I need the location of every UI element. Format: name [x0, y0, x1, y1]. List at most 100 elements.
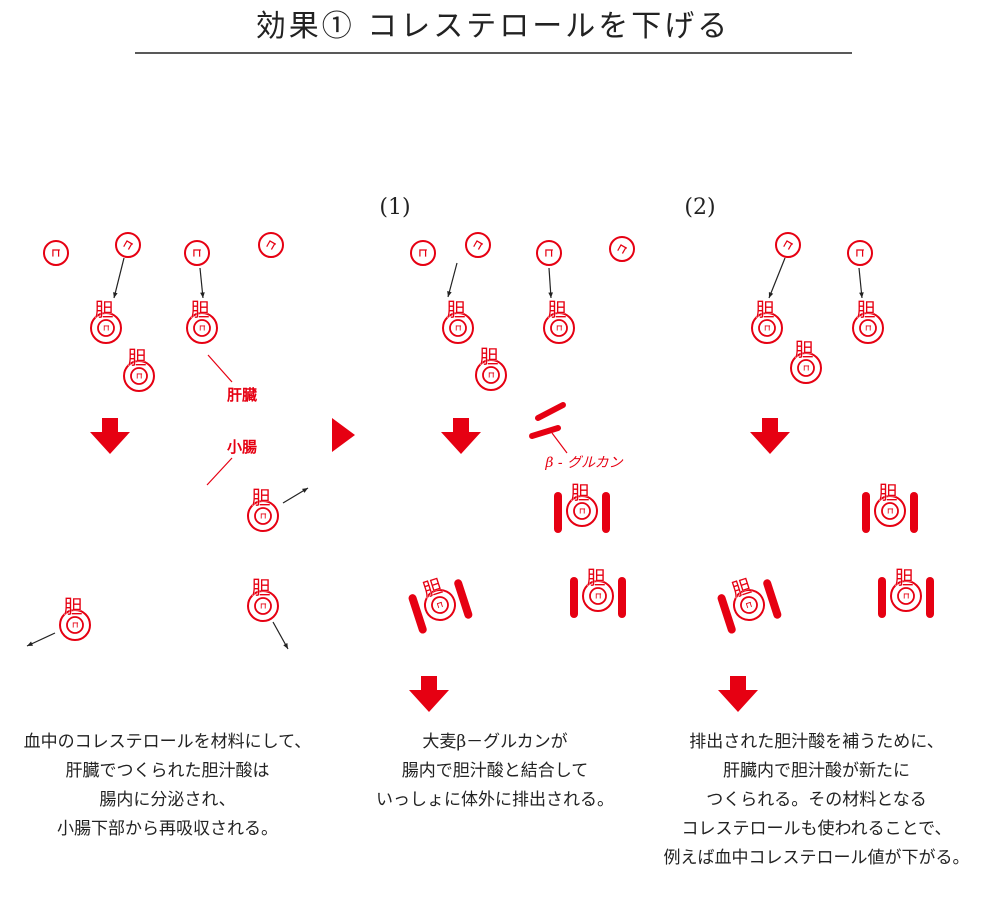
bile-acid-molecule: コ胆 [420, 575, 456, 621]
caption-line: 例えば血中コレステロール値が下がる。 [663, 848, 970, 868]
cholesterol-text: コ [134, 373, 143, 380]
flow-arrow [447, 262, 458, 298]
beta-glucan-bar [535, 402, 566, 421]
cholesterol-text: コ [258, 513, 267, 520]
caption-line: つくられる。その材料となる [706, 790, 927, 810]
cholesterol-circle [410, 240, 436, 266]
caption-line: 排出された胆汁酸を補うために、 [689, 732, 944, 752]
bile-acid-molecule: コ胆 [247, 577, 279, 622]
cholesterol-text: コ [193, 248, 204, 258]
cholesterol-text: コ [856, 248, 867, 258]
beta-glucan-bar [529, 425, 561, 439]
caption-line: 肝臓でつくられた胆汁酸は [65, 761, 270, 781]
bile-acid-outer-ring [566, 495, 598, 527]
caption-line: 大麦β－グルカンが [422, 732, 568, 752]
cholesterol-text: コ [486, 372, 495, 379]
bile-acid-molecule: コ胆 [582, 567, 614, 612]
cholesterol-molecule: コ [536, 240, 562, 266]
bile-acid-molecule: コ胆 [247, 487, 279, 532]
bile-acid-label: 胆 [570, 482, 589, 504]
arrow-head-icon [113, 292, 118, 298]
cholesterol-circle [184, 240, 210, 266]
bile-acid-molecule: コ胆 [729, 575, 765, 621]
caption-line: 腸内に分泌され、 [99, 790, 236, 810]
beta-glucan-label: β - グルカン [544, 455, 623, 471]
bile-acid-label: 胆 [586, 567, 605, 589]
bile-acid-outer-ring [874, 495, 906, 527]
caption-line: コレステロールも使われることで、 [681, 819, 952, 839]
bile-acid-outer-ring [59, 609, 91, 641]
bile-acid-outer-ring [90, 312, 122, 344]
bile-acid-molecule: コ胆 [566, 482, 598, 527]
caption-line: 肝臓内で胆汁酸が新たに [723, 761, 910, 781]
arrow-head-icon [859, 292, 864, 298]
bile-acid-label: 胆 [190, 299, 209, 321]
bile-acid-inner-ring [859, 319, 877, 337]
cholesterol-text: コ [435, 600, 446, 609]
cholesterol-text: コ [801, 365, 810, 372]
title: 効果① コレステロールを下げる [256, 9, 731, 44]
bile-acid-molecule: コ胆 [543, 299, 575, 344]
cholesterol-circle [258, 232, 284, 258]
bile-acid-molecule: コ胆 [890, 567, 922, 612]
bile-acid-inner-ring [550, 319, 568, 337]
bile-acid-inner-ring [797, 359, 815, 377]
bile-acid-inner-ring [482, 366, 500, 384]
bile-acid-inner-ring [254, 507, 272, 525]
cholesterol-text: コ [101, 325, 110, 332]
bile-acid-label: 胆 [547, 299, 566, 321]
bile-acid-outer-ring [475, 359, 507, 391]
arrow-head-icon [548, 292, 553, 298]
caption-line: いっしょに体外に排出される。 [376, 790, 614, 810]
leader-line [551, 432, 568, 454]
caption-3: 排出された胆汁酸を補うために、 肝臓内で胆汁酸が新たに つくられる。その材料とな… [640, 728, 993, 873]
bile-acid-outer-ring [751, 312, 783, 344]
bile-acid-inner-ring [573, 502, 591, 520]
intestine-label: 小腸 [227, 438, 257, 456]
cholesterol-text: コ [593, 593, 602, 600]
leader-line [207, 354, 233, 383]
bile-acid-inner-ring [97, 319, 115, 337]
cholesterol-text: コ [885, 508, 894, 515]
step-label-1: (1) [379, 195, 410, 220]
bile-acid-outer-ring [790, 352, 822, 384]
cholesterol-text: コ [863, 325, 872, 332]
cholesterol-molecule: コ [775, 232, 801, 258]
bile-acid-inner-ring [193, 319, 211, 337]
arrow-head-icon [200, 292, 205, 298]
bile-acid-molecule: コ胆 [59, 596, 91, 641]
cholesterol-text: コ [744, 600, 755, 609]
down-arrow-icon [441, 418, 481, 454]
cholesterol-circle [847, 240, 873, 266]
bile-acid-label: 胆 [894, 567, 913, 589]
beta-glucan-bar [717, 594, 736, 634]
bile-acid-molecule: コ胆 [186, 299, 218, 344]
cholesterol-molecule: コ [847, 240, 873, 266]
beta-glucan-bar [454, 579, 473, 619]
cholesterol-text: コ [70, 622, 79, 629]
arrow-head-icon [447, 291, 452, 297]
bile-acid-label: 胆 [479, 346, 498, 368]
bile-acid-outer-ring [852, 312, 884, 344]
bile-acid-label: 胆 [94, 299, 113, 321]
bile-acid-label: 胆 [63, 596, 82, 618]
arrow-head-icon [302, 488, 308, 493]
bile-acid-molecule: コ胆 [90, 299, 122, 344]
bile-acid-outer-ring [582, 580, 614, 612]
cholesterol-molecule: コ [115, 232, 141, 258]
leader-line [206, 457, 233, 486]
bile-acid-outer-ring [247, 500, 279, 532]
cholesterol-circle [609, 236, 635, 262]
bile-acid-label: 胆 [878, 482, 897, 504]
bile-acid-inner-ring [758, 319, 776, 337]
down-arrow-icon [750, 418, 790, 454]
bound-bile-acid: コ胆 [862, 482, 918, 533]
bile-acid-molecule: コ胆 [852, 299, 884, 344]
bile-acid-molecule: コ胆 [442, 299, 474, 344]
bile-acid-inner-ring [66, 616, 84, 634]
bile-acid-inner-ring [254, 597, 272, 615]
bile-acid-label: 胆 [251, 487, 270, 509]
bound-bile-acid: コ胆 [408, 575, 473, 634]
cholesterol-circle [115, 232, 141, 258]
